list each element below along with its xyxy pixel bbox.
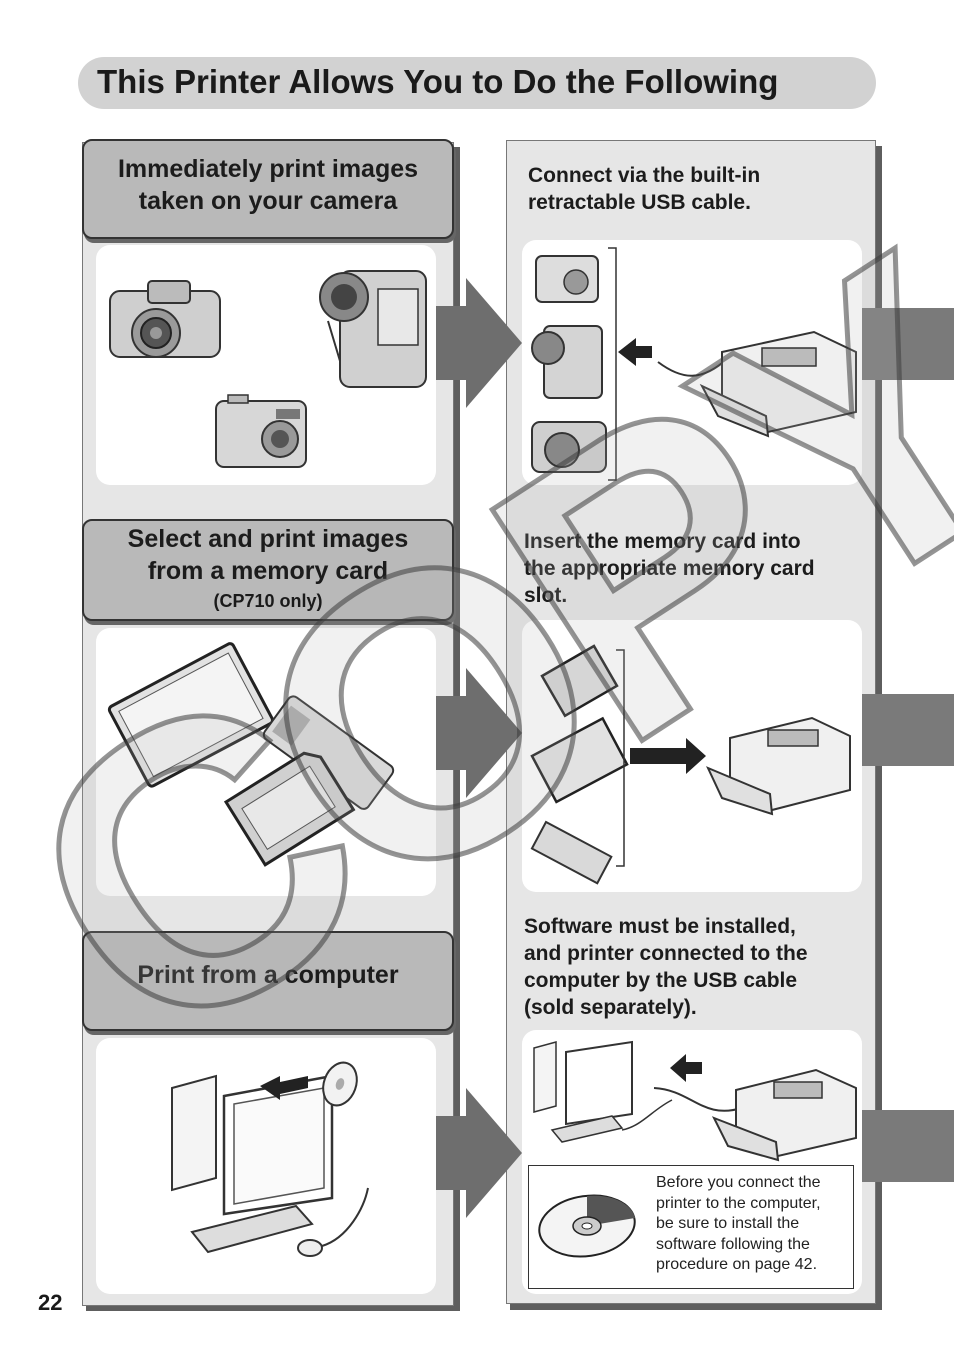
camera-illustration-panel <box>96 245 436 485</box>
bracket <box>608 247 617 481</box>
small-camcorder-icon <box>531 325 603 399</box>
arrow-right-3 <box>436 1088 522 1218</box>
feature-memory-card-title-line1: Select and print images <box>127 525 409 553</box>
step-computer-line2: and printer connected to the <box>524 942 808 965</box>
computer-illustration <box>171 1061 369 1257</box>
cd-rom-icon <box>322 1061 358 1107</box>
arrow-right-1 <box>436 278 522 408</box>
left-arrow-icon <box>260 1076 308 1100</box>
usb-cable <box>653 1087 743 1112</box>
side-tab-2 <box>862 694 954 766</box>
memory-card-slot-illustration <box>530 644 851 885</box>
feature-computer-box: Print from a computer <box>82 931 454 1031</box>
sd-card-icon <box>223 751 356 867</box>
photo-printer-icon <box>705 716 851 816</box>
cd-rom-icon <box>538 1194 636 1258</box>
memory-card-slot-panel <box>522 620 862 892</box>
dslr-camera-icon <box>109 280 221 358</box>
step-usb-line1: Connect via the built-in <box>528 164 761 187</box>
page-number: 22 <box>38 1290 63 1315</box>
usb-cable <box>657 357 729 377</box>
photo-printer-icon <box>711 1068 857 1162</box>
note-line1: Before you connect the <box>656 1174 821 1191</box>
arrow-right-2 <box>436 668 522 798</box>
step-computer-line1: Software must be installed, <box>524 915 796 938</box>
note-line4: software following the <box>656 1235 810 1253</box>
small-dslr-icon <box>531 421 607 473</box>
small-computer-icon <box>533 1040 673 1143</box>
memory-cards-illustration <box>107 642 395 867</box>
usb-connection-illustration <box>531 247 857 481</box>
desktop-computer-icon <box>171 1074 369 1257</box>
step-memory-card-description: Insert the memory card into the appropri… <box>524 528 815 609</box>
left-arrow-icon <box>670 1054 702 1082</box>
right-arrow-icon <box>630 738 706 774</box>
feature-camera-box: Immediately print images taken on your c… <box>82 139 454 239</box>
feature-memory-card-box: Select and print images from a memory ca… <box>82 519 454 621</box>
computer-illustration-panel <box>96 1038 436 1294</box>
side-tab-1 <box>862 308 954 380</box>
camcorder-icon <box>319 270 427 388</box>
usb-connection-panel <box>522 240 862 485</box>
side-tab-3 <box>862 1110 954 1182</box>
bracket <box>616 649 625 867</box>
note-line2: printer to the computer, <box>656 1194 821 1212</box>
feature-computer-title: Print from a computer <box>137 961 399 989</box>
feature-camera-title-line2: taken on your camera <box>138 187 398 215</box>
step-computer-description: Software must be installed, and printer … <box>524 913 808 1021</box>
step-computer-line4: (sold separately). <box>524 996 697 1019</box>
note-box: Before you connect the printer to the co… <box>528 1165 854 1289</box>
memory-card-illustration-panel <box>96 628 436 896</box>
note-line3: be sure to install the <box>656 1215 800 1232</box>
feature-memory-card-title-line2: from a memory card <box>147 557 389 585</box>
step-usb-line2: retractable USB cable. <box>528 191 751 214</box>
cameras-illustration <box>109 270 427 468</box>
step-computer-line3: computer by the USB cable <box>524 969 798 992</box>
feature-camera-title-line1: Immediately print images <box>117 155 419 183</box>
step-usb-description: Connect via the built-in retractable USB… <box>528 162 760 216</box>
photo-printer-icon <box>699 330 857 438</box>
page-title: This Printer Allows You to Do the Follow… <box>97 63 779 100</box>
compactflash-card-icon <box>107 642 274 788</box>
small-memory-stick-icon <box>530 820 613 885</box>
memory-stick-icon <box>262 695 395 810</box>
small-camera-icon <box>535 255 599 303</box>
step-memory-card-line1: Insert the memory card into <box>524 530 801 553</box>
step-memory-card-line2: the appropriate memory card <box>524 557 815 580</box>
left-arrow-icon <box>618 338 652 366</box>
note-line5: procedure on page 42. <box>656 1256 818 1273</box>
note-text: Before you connect the printer to the co… <box>656 1173 821 1276</box>
step-memory-card-line3: slot. <box>524 584 568 607</box>
title-bar <box>78 57 876 109</box>
feature-memory-card-subtitle: (CP710 only) <box>213 591 323 611</box>
computer-connection-illustration <box>533 1040 857 1162</box>
compact-camera-icon <box>215 394 307 468</box>
small-compactflash-icon <box>530 716 629 804</box>
small-sd-card-icon <box>540 644 619 718</box>
